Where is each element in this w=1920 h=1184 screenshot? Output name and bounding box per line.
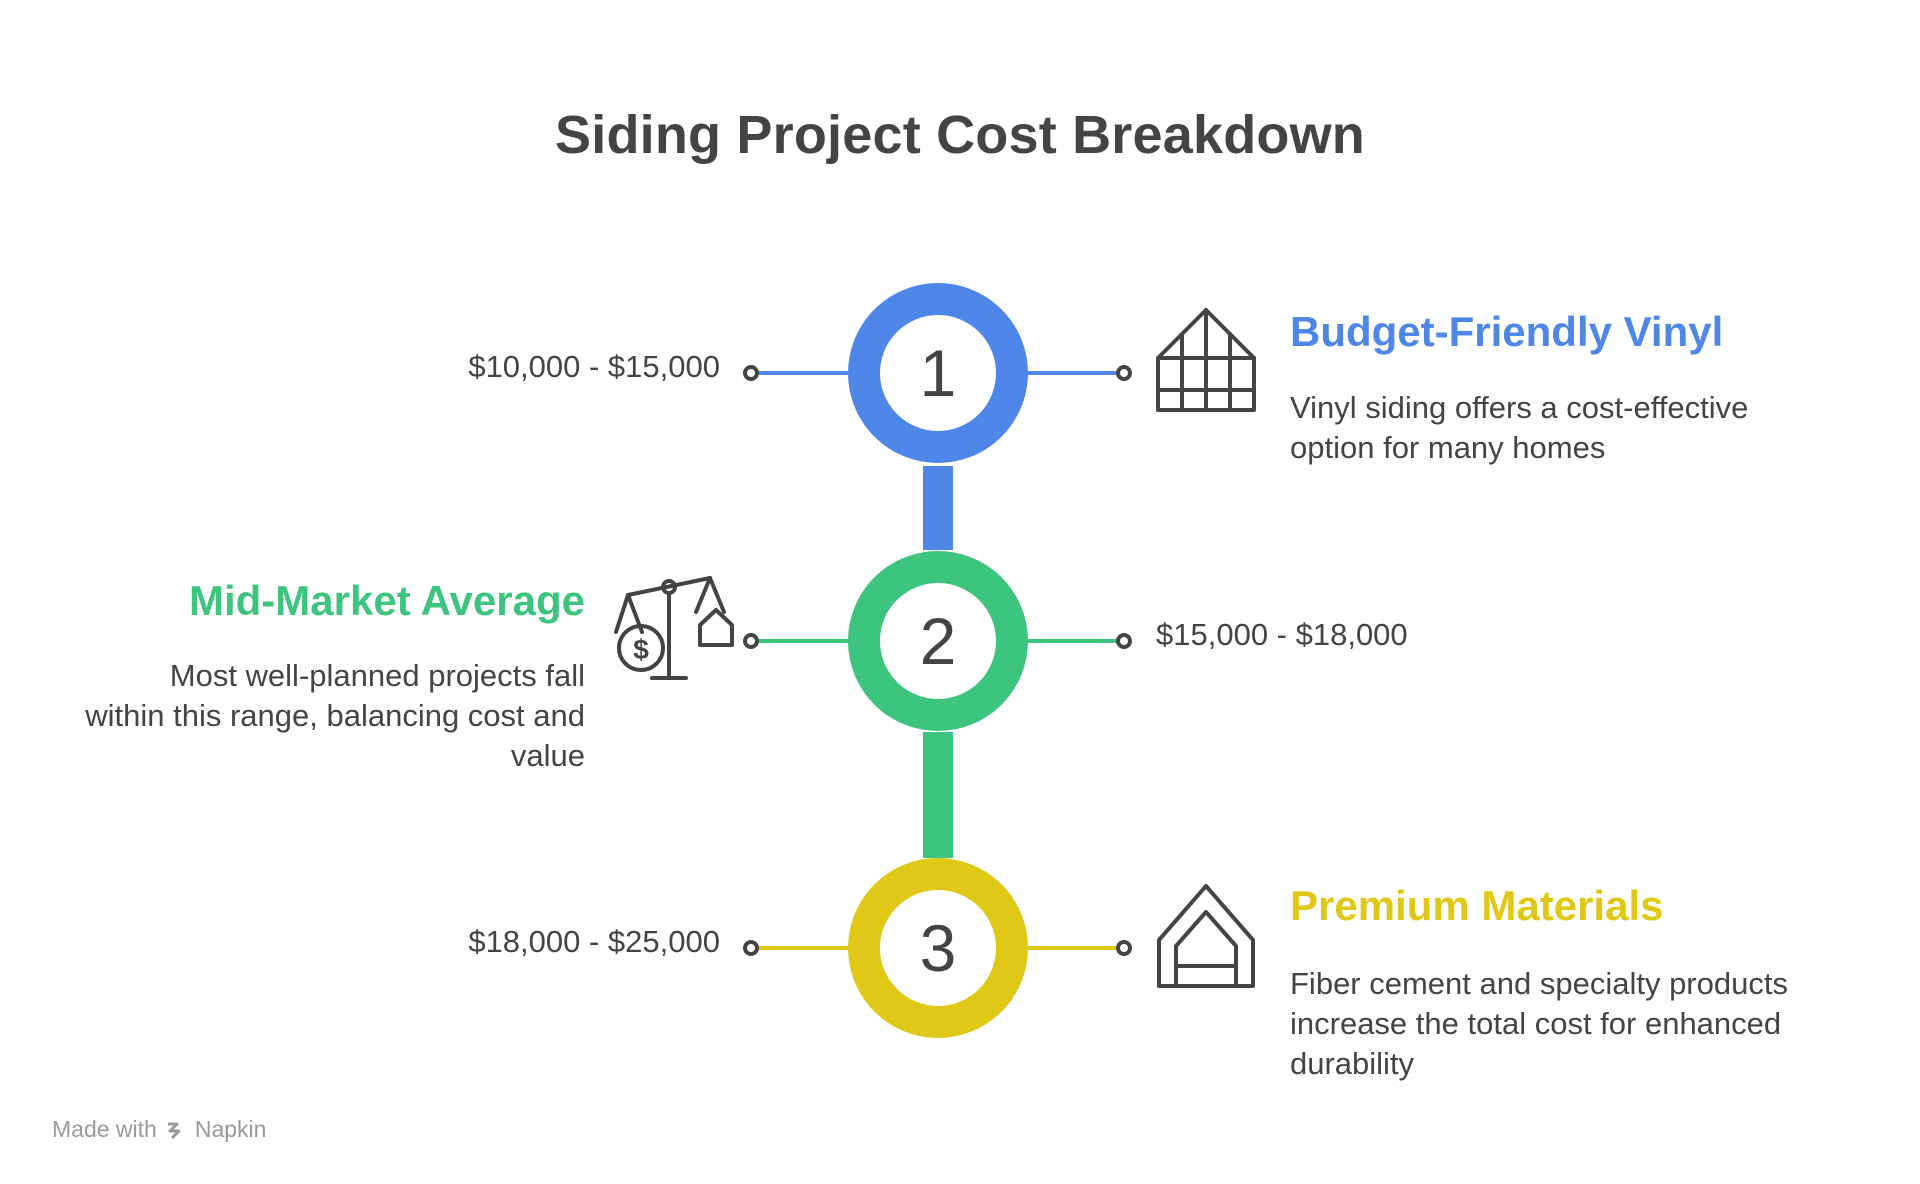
balance-scale-icon xyxy=(614,576,734,680)
dollar-icon: $ xyxy=(633,634,649,665)
step2-ring xyxy=(848,551,1028,731)
step3-right-dot xyxy=(1116,940,1132,956)
step1-number: 1 xyxy=(920,336,957,410)
step3-price: $18,000 - $25,000 xyxy=(468,924,720,959)
house-frame-icon xyxy=(1156,308,1256,412)
step2-price: $15,000 - $18,000 xyxy=(1156,617,1408,652)
step1-price: $10,000 - $15,000 xyxy=(468,349,720,384)
connector-2-3 xyxy=(923,732,953,858)
connector-1-2 xyxy=(923,466,953,550)
napkin-logo-icon xyxy=(167,1122,181,1139)
napkin-brand-label: Napkin xyxy=(194,1116,267,1142)
step2-right-dot xyxy=(1116,633,1132,649)
step3-number: 3 xyxy=(920,911,957,985)
step2-left-dot xyxy=(743,633,759,649)
footer-attribution: Made with Napkin xyxy=(52,1116,266,1143)
step1-left-dot xyxy=(743,365,759,381)
page-title: Siding Project Cost Breakdown xyxy=(555,105,1365,165)
step1-description: Vinyl siding offers a cost-effective opt… xyxy=(1290,390,1749,465)
house-outline-icon xyxy=(1157,884,1255,988)
step3-ring xyxy=(848,858,1028,1038)
step3-heading: Premium Materials xyxy=(1290,882,1664,929)
step1-heading: Budget-Friendly Vinyl xyxy=(1290,308,1724,355)
step2-description: Most well-planned projects fall within t… xyxy=(85,658,585,773)
step1-right-dot xyxy=(1116,365,1132,381)
step2-number: 2 xyxy=(920,604,957,678)
step1-ring xyxy=(848,283,1028,463)
step3-description: Fiber cement and specialty products incr… xyxy=(1290,966,1788,1081)
step2-heading: Mid-Market Average xyxy=(188,577,585,624)
made-with-label: Made with xyxy=(52,1116,157,1142)
step3-left-dot xyxy=(743,940,759,956)
